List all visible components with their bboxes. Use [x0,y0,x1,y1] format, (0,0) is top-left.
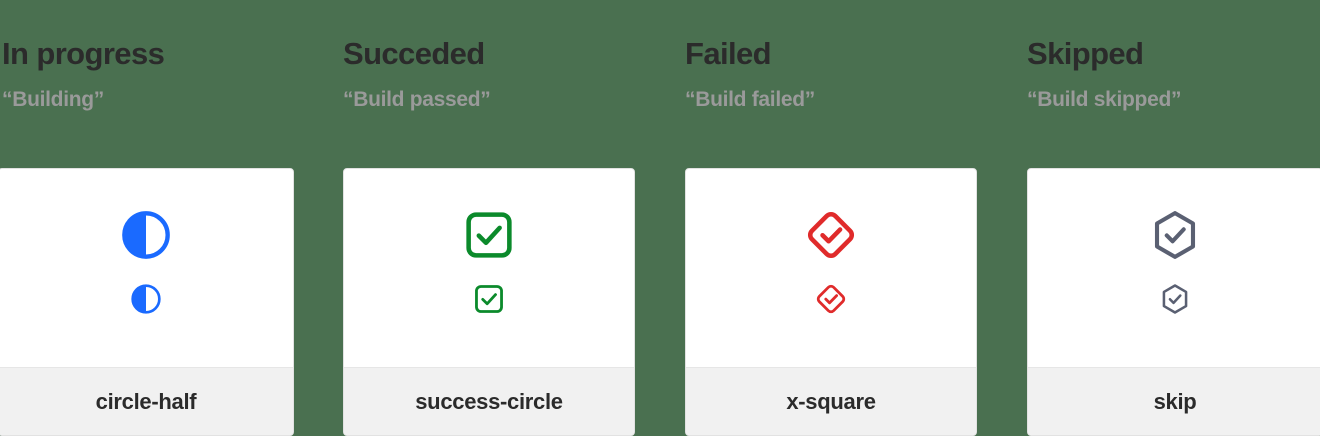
icon-card-footer: x-square [686,367,976,435]
status-column-failed: Failed “Build failed” [683,0,1023,436]
column-subheading: “Build skipped” [1027,88,1182,111]
icon-card-footer: circle-half [0,367,293,435]
icon-card-success-circle[interactable]: success-circle [343,168,635,436]
column-subheading: “Building” [2,88,104,111]
icon-card-footer: success-circle [344,367,634,435]
column-heading: Skipped [1027,36,1144,71]
column-subheading: “Build failed” [685,88,815,111]
icon-name-label: x-square [786,388,876,414]
icon-card-footer: skip [1028,367,1320,435]
circle-half-icon [120,209,172,261]
circle-half-icon-small [130,283,162,315]
icon-preview-area [1028,169,1320,367]
icon-card-skip[interactable]: skip [1027,168,1320,436]
icon-preview-area [344,169,634,367]
column-subheading: “Build passed” [343,88,491,111]
status-column-succeded: Succeded “Build passed” su [341,0,681,436]
check-diamond-icon [805,209,857,261]
icon-preview-area [0,169,293,367]
icon-name-label: circle-half [95,388,197,414]
column-heading: Failed [685,36,772,71]
status-column-skipped: Skipped “Build skipped” sk [1025,0,1320,436]
check-diamond-icon-small [815,283,847,315]
column-heading: Succeded [343,36,485,71]
check-hexagon-icon-small [1159,283,1191,315]
icon-name-label: skip [1153,388,1197,414]
icon-preview-area [686,169,976,367]
icon-card-x-square[interactable]: x-square [685,168,977,436]
icon-card-circle-half[interactable]: circle-half [0,168,294,436]
icon-name-label: success-circle [415,388,563,414]
check-square-icon-small [473,283,505,315]
column-heading: In progress [2,36,165,71]
check-square-icon [463,209,515,261]
check-hexagon-icon [1149,209,1201,261]
status-column-in-progress: In progress “Building” cir [0,0,340,436]
